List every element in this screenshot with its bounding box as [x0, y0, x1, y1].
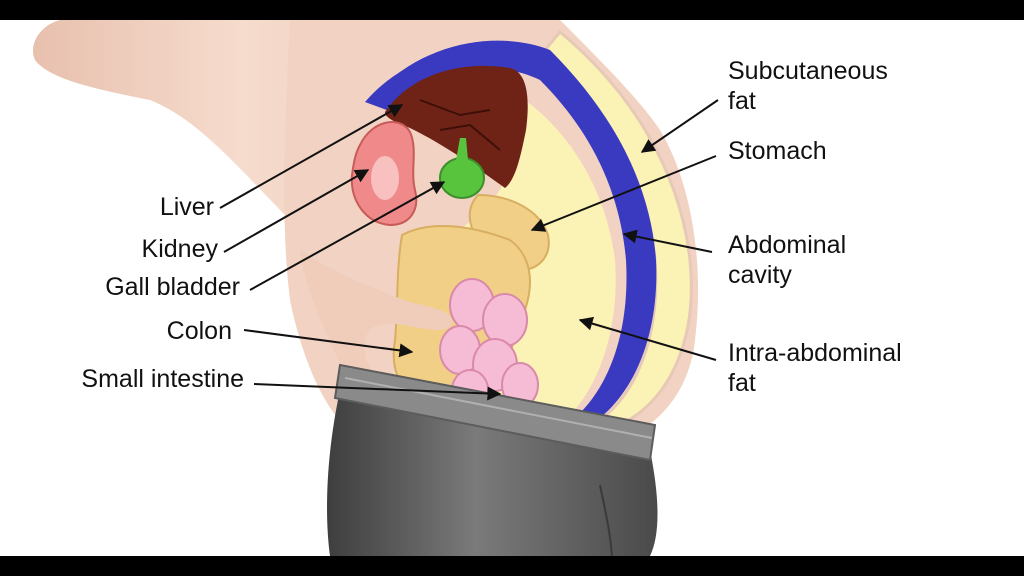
label-stomach: Stomach	[728, 137, 827, 165]
diagram-canvas: Liver Kidney Gall bladder Colon Small in…	[0, 20, 1024, 556]
label-colon: Colon	[166, 317, 232, 345]
label-gall-bladder: Gall bladder	[105, 273, 240, 301]
label-abdominal-cavity-line1: Abdominal	[728, 231, 847, 259]
leader-small-intestine	[253, 383, 502, 401]
gall-bladder	[439, 157, 485, 199]
label-intra-abdominal-fat-line2: fat	[728, 369, 756, 397]
label-subcutaneous-fat-line1: Subcutaneous	[728, 57, 888, 85]
label-intra-abdominal-fat-line1: Intra-abdominal	[728, 339, 902, 367]
leader-lines	[219, 99, 719, 401]
leader-abdominal-cavity	[622, 229, 713, 253]
pants	[327, 390, 658, 556]
label-liver: Liver	[159, 193, 214, 221]
hand	[300, 250, 453, 384]
leader-colon	[243, 329, 414, 358]
label-kidney: Kidney	[141, 235, 218, 263]
leader-kidney	[223, 169, 370, 253]
leader-stomach	[530, 155, 717, 232]
leader-liver	[219, 104, 404, 209]
label-small-intestine: Small intestine	[81, 365, 244, 393]
abdominal-cavity-top	[365, 45, 548, 112]
leader-gall-bladder	[249, 181, 446, 291]
label-subcutaneous-fat-line2: fat	[728, 87, 756, 115]
leader-subcutaneous-fat	[640, 99, 719, 153]
leader-intra-abdominal-fat	[578, 316, 717, 361]
abdomen-illustration	[32, 20, 719, 556]
label-abdominal-cavity-line2: cavity	[728, 261, 792, 289]
